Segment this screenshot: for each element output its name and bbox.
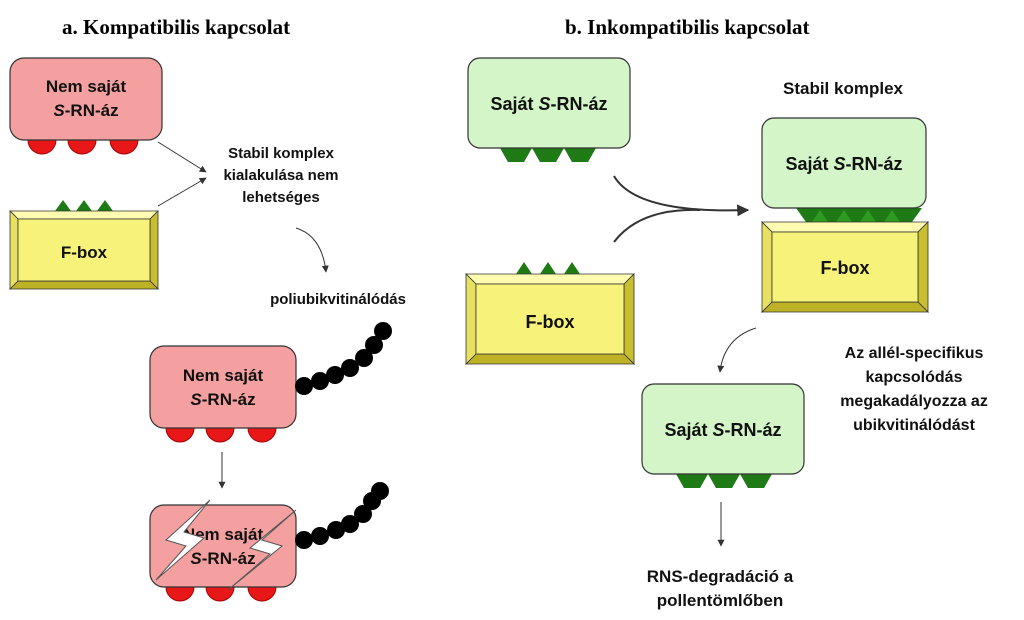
srnaz-rest: -RN-áz	[65, 101, 119, 120]
arrow-curve-b	[717, 327, 757, 373]
complex-teeth	[812, 210, 900, 222]
note-a-line3: lehetséges	[242, 189, 320, 206]
arrow-a-bottom	[157, 177, 207, 207]
sajat-rest-2: -RN-áz	[846, 154, 903, 174]
srnaz-rest-3: -RN-áz	[202, 549, 256, 568]
label-sajat-free: Saját S-RN-áz	[664, 420, 781, 440]
srnaz-s: S	[53, 101, 65, 120]
sajat-s-3: S	[713, 420, 725, 440]
sajat-prefix-3: Saját	[664, 420, 712, 440]
label-nem-sajat-2: Nem saját	[183, 366, 264, 385]
label-poliubikvitin: poliubikvitinálódás	[270, 291, 406, 308]
ubiquitin-chain-1	[295, 322, 392, 395]
fbox-a: F-box	[9, 200, 159, 290]
sajat-rest: -RN-áz	[551, 94, 608, 114]
nem-sajat-srnaz-ubiquitinated: Nem saját S-RN-áz	[149, 345, 297, 443]
label-fbox-complex: F-box	[821, 258, 870, 278]
label-fbox-a: F-box	[61, 243, 108, 262]
srnaz-s-2: S	[190, 390, 202, 409]
sajat-srnaz-complex: Saját S-RN-áz	[761, 117, 927, 222]
sajat-prefix: Saját	[490, 94, 538, 114]
sajat-srnaz-free: Saját S-RN-áz	[641, 383, 805, 488]
label-stabil-komplex: Stabil komplex	[783, 79, 904, 98]
nem-sajat-srnaz-degraded: Nem saját S-RN-áz	[149, 499, 297, 602]
srnaz-rest-2: -RN-áz	[202, 390, 256, 409]
srnaz-s-3: S	[190, 549, 202, 568]
label-srnaz-2: S-RN-áz	[190, 390, 255, 409]
label-srnaz: S-RN-áz	[53, 101, 118, 120]
note-b-line3: megakadályozza az	[840, 393, 988, 410]
label-fbox-b-left: F-box	[526, 312, 575, 332]
sajat-srnaz-left: Saját S-RN-áz	[467, 57, 631, 162]
label-srnaz-3: S-RN-áz	[190, 549, 255, 568]
label-sajat-complex: Saját S-RN-áz	[785, 154, 902, 174]
label-sajat-left: Saját S-RN-áz	[490, 94, 607, 114]
fbox-b-left: F-box	[465, 262, 635, 365]
arrow-a-top	[157, 141, 207, 173]
label-rns-2: pollentömlőben	[657, 591, 784, 610]
sajat-prefix-2: Saját	[785, 154, 833, 174]
note-a-line1: Stabil komplex	[228, 145, 335, 162]
arrow-merge-lower	[613, 208, 701, 243]
label-rns-1: RNS-degradáció a	[647, 567, 794, 586]
panel-b-title: b. Inkompatibilis kapcsolat	[565, 15, 810, 39]
sajat-s: S	[539, 94, 551, 114]
ubiquitin-chain-2	[295, 482, 389, 549]
panel-a-title: a. Kompatibilis kapcsolat	[62, 15, 290, 39]
label-nem-sajat: Nem saját	[46, 77, 127, 96]
fbox-b-complex: F-box	[761, 221, 929, 313]
note-a-line2: kialakulása nem	[223, 167, 338, 184]
sajat-rest-3: -RN-áz	[725, 420, 782, 440]
sajat-s-2: S	[834, 154, 846, 174]
lightning-icon-2	[227, 509, 297, 591]
lightning-icon	[155, 499, 211, 581]
arrow-curve-a	[295, 227, 329, 273]
arrow-merge	[613, 175, 750, 217]
nem-sajat-srnaz-top: Nem saját S-RN-áz	[9, 57, 163, 155]
note-b-line2: kapcsolódás	[866, 369, 963, 386]
note-b-line4: ubikvitinálódást	[853, 417, 975, 434]
note-b-line1: Az allél-specifikus	[845, 345, 984, 362]
